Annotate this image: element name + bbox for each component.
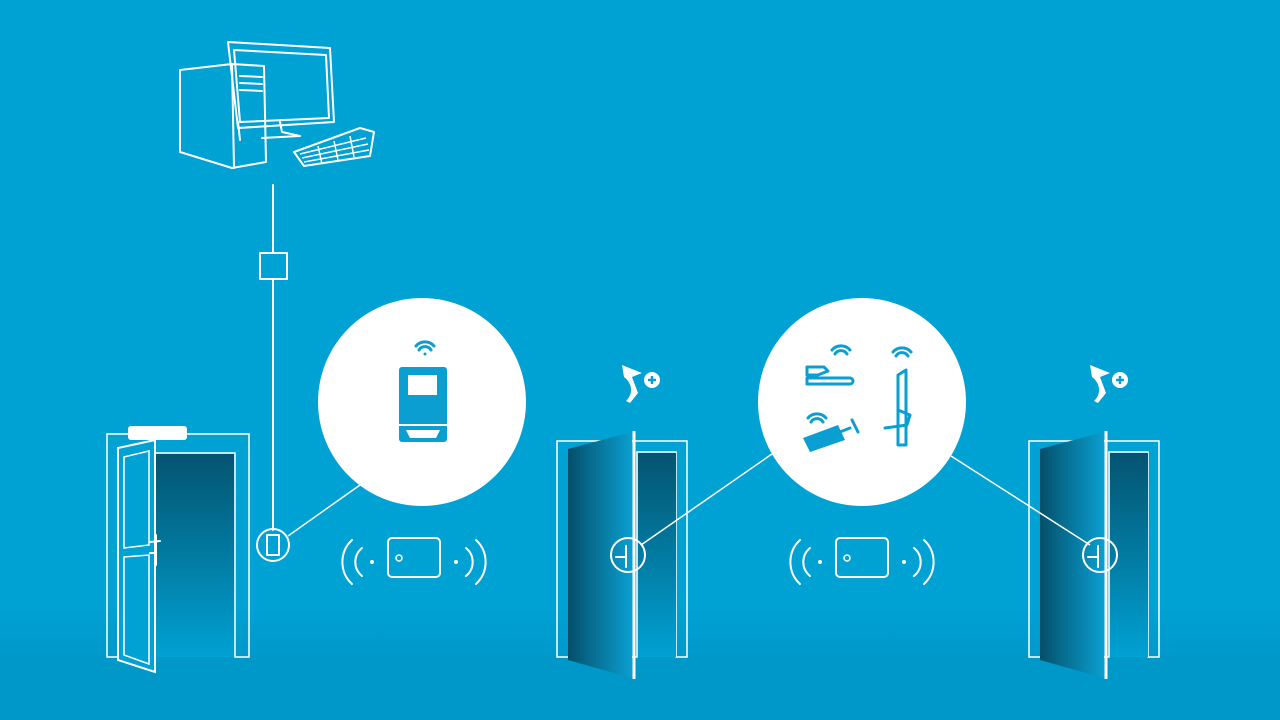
wall-card-reader-icon (399, 340, 447, 442)
lock-marker (610, 537, 646, 573)
callout-line (640, 453, 773, 546)
add-user-icon (1090, 365, 1128, 403)
wall-reader-small-icon (266, 534, 280, 556)
rfid-card-icon (341, 537, 487, 585)
lock-handle-icon (1087, 545, 1099, 568)
door-closer (128, 426, 187, 440)
wireless-lock-icon (803, 344, 913, 452)
door-automatic (106, 426, 250, 674)
door-wireless-2 (556, 431, 688, 679)
add-user-icon (622, 365, 660, 403)
callout-line (950, 455, 1091, 546)
desktop-computer-icon (179, 41, 375, 169)
door-wireless-3 (1028, 431, 1160, 679)
callout-line (287, 484, 361, 537)
lock-marker (1082, 537, 1118, 573)
lock-handle-icon (615, 545, 627, 568)
rfid-card-icon (789, 537, 935, 585)
callout-wireless-locks (758, 298, 966, 506)
wall-reader-marker (256, 528, 290, 562)
